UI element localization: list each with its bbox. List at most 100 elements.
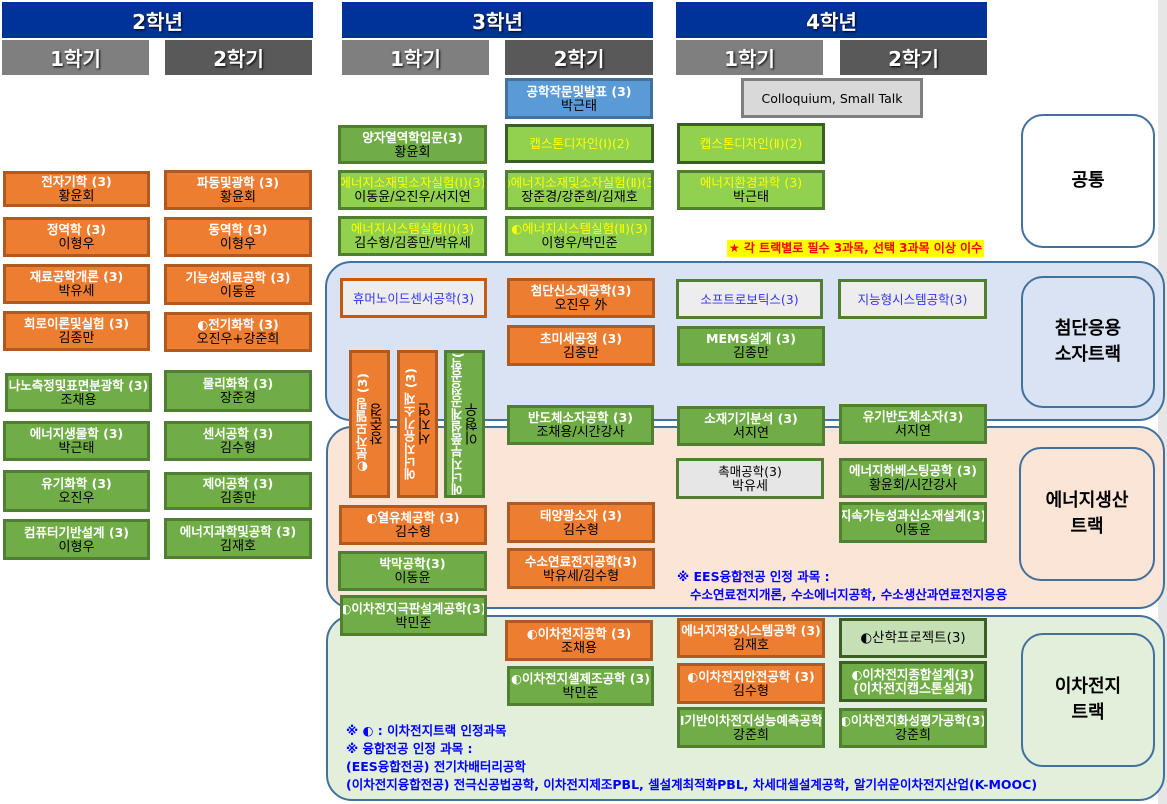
course-professor: 김수형/김종만/박유세 [354, 236, 471, 251]
course-box[interactable]: 박막공학(3)이동윤 [338, 551, 487, 591]
course-box[interactable]: 소프트로보틱스(3) [676, 279, 823, 319]
course-box[interactable]: 동역학 (3)이형우 [164, 217, 312, 257]
course-box[interactable]: 유기화학 (3)오진우 [3, 470, 150, 512]
course-box[interactable]: 재료공학개론 (3)박유세 [3, 264, 150, 304]
course-box[interactable]: ◐AI기반이차전지성능예측공학(3)강준희 [677, 707, 825, 748]
course-title: 센서공학 (3) [202, 426, 274, 441]
course-professor: 박유세 [58, 284, 95, 299]
course-title: 에너지저장시스템공학 (3) [681, 623, 821, 638]
course-box[interactable]: 에너지하베스팅공학 (3)황윤회/시간강사 [839, 458, 987, 498]
course-box[interactable]: ◐열유체공학 (3)김수형 [339, 505, 487, 545]
course-box[interactable]: 수소연료전지공학(3)박유세/김수형 [507, 548, 655, 589]
course-professor: 김재호 [220, 538, 256, 554]
course-box[interactable]: ◐에너지소재및소자실험(Ⅱ)(3)장준경/강준희/김재호 [505, 170, 654, 210]
course-box[interactable]: 에너지유기소재 (3)서지연 [397, 350, 438, 498]
course-title: 에너지시스템실험(Ⅰ)(3) [350, 221, 475, 236]
course-box[interactable]: 컴퓨터기반설계 (3)이형우 [3, 519, 150, 560]
course-box[interactable]: 제어공학 (3)김종만 [164, 472, 312, 510]
course-professor: 김종만 [220, 491, 256, 506]
course-box[interactable]: 나노측정및표면분광학 (3)조채용 [5, 373, 152, 412]
course-box[interactable]: ◐분자모델링 (3)장준경 [349, 350, 390, 498]
course-box[interactable]: 에너지저장시스템공학 (3)김재호 [677, 618, 825, 658]
course-box[interactable]: ◐이차전지안전공학 (3)김수형 [677, 663, 825, 704]
course-professor: 이동윤 [895, 522, 931, 538]
course-professor: 장준경 [368, 403, 385, 445]
course-box[interactable]: ◐이차전지극판설계공학(3)박민준 [340, 595, 487, 636]
course-professor: 조채용 [561, 640, 597, 656]
course-box[interactable]: 첨단신소재공학(3)오진우 外 [507, 278, 655, 318]
course-professor: 황윤회 [394, 144, 431, 160]
course-title: 양자열역학입문(3) [362, 129, 463, 145]
course-title: 박막공학(3) [379, 556, 446, 571]
course-box[interactable]: 회로이론및실험 (3)김종만 [3, 311, 150, 351]
course-title: 소프트로보틱스(3) [700, 291, 799, 307]
course-box[interactable]: ◐전기화학 (3)오진우+강준희 [164, 312, 312, 352]
course-title: 소재기기분석 (3) [704, 411, 798, 426]
course-box[interactable]: 지속가능성과신소재설계(3)이동윤 [839, 502, 987, 543]
course-box[interactable]: 휴머노이드센서공학(3) [340, 278, 487, 318]
course-box[interactable]: 에너지생물학 (3)박근태 [3, 421, 150, 461]
course-box[interactable]: 에너지소재및소자실험(Ⅰ)(3)이동윤/오진우/서지연 [338, 170, 487, 210]
year-header-3: 3학년 [342, 2, 653, 38]
course-professor: 장준경 [220, 391, 256, 406]
course-title: ◐산학프로젝트(3) [860, 629, 966, 646]
course-professor: 김종만 [58, 331, 95, 346]
course-professor: 이형우 [463, 403, 480, 445]
course-box[interactable]: 에너지시스템실험(Ⅰ)(3)김수형/김종만/박유세 [338, 216, 487, 256]
course-box[interactable]: 센서공학 (3)김수형 [164, 421, 312, 461]
course-professor: 오진우 [58, 491, 95, 506]
course-professor: 강준희 [733, 727, 769, 743]
course-box[interactable]: 기능성재료공학 (3)이동윤 [164, 264, 312, 305]
course-box[interactable]: 반도체소자공학 (3)조채용/시간강사 [507, 405, 654, 445]
course-box[interactable]: 캡스톤디자인(Ⅱ)(2) [677, 123, 825, 164]
course-title: ◐AI기반이차전지성능예측공학(3) [679, 712, 823, 728]
course-professor: 이형우 [58, 539, 95, 555]
course-box[interactable]: 정역학 (3)이형우 [3, 217, 150, 257]
course-title: ◐에너지시스템실험(Ⅱ)(3) [511, 221, 648, 236]
course-box[interactable]: 에너지환경과학 (3)박근태 [677, 170, 825, 210]
course-title: 전자기학 (3) [41, 174, 112, 189]
course-title: 촉매공학(3) [718, 463, 782, 479]
course-box[interactable]: 전자기학 (3)황윤회 [3, 171, 150, 207]
semester-header: 1학기 [2, 40, 149, 75]
course-box[interactable]: ◐이차전지종합설계(3)(이차전지캡스톤설계) [839, 661, 987, 702]
course-box[interactable]: MEMS설계 (3)김종만 [677, 326, 825, 366]
course-professor: 이형우/박민준 [541, 236, 618, 251]
course-box[interactable]: 초미세공정 (3)김종만 [507, 325, 655, 366]
course-box[interactable]: 양자열역학입문(3)황윤회 [338, 125, 487, 164]
course-title: 동역학 (3) [208, 222, 268, 237]
course-title: 공학작문및발표 (3) [526, 83, 632, 99]
course-professor: 박근태 [733, 190, 769, 205]
course-box[interactable]: ◐에너지부품설계공정공학(3)이형우 [444, 350, 485, 498]
course-box[interactable]: ◐이차전지공학 (3)조채용 [505, 620, 653, 661]
course-box[interactable]: ◐이차전지화성평가공학(3)강준희 [839, 708, 987, 748]
course-box[interactable]: 물리화학 (3)장준경 [164, 370, 312, 412]
course-title: Colloquium, Small Talk [761, 90, 903, 106]
course-box[interactable]: 유기반도체소자(3)서지연 [839, 404, 987, 444]
course-title: 지속가능성과신소재설계(3) [839, 507, 987, 523]
course-box[interactable]: ◐산학프로젝트(3) [839, 618, 987, 658]
course-title: 컴퓨터기반설계 (3) [24, 524, 129, 540]
course-title: 태양광소자 (3) [540, 507, 622, 523]
course-title: ◐열유체공학 (3) [366, 510, 460, 525]
battery-track-note: ※ ◐ : 이차전지트랙 인정과목 ※ 융합전공 인정 과목 : (EES융합전… [346, 723, 1038, 792]
semester-header: 2학기 [165, 40, 312, 75]
course-box[interactable]: 촉매공학(3)박유세 [676, 458, 824, 499]
course-professor: 김수형 [563, 522, 599, 538]
course-professor: 황윤회 [220, 190, 256, 205]
course-title: ◐이차전지셀제조공학 (3) [511, 671, 650, 686]
course-box[interactable]: 태양광소자 (3)김수형 [507, 502, 655, 543]
course-professor: 서지연 [733, 426, 769, 441]
course-box[interactable]: Colloquium, Small Talk [741, 78, 923, 118]
course-professor: 오진우 外 [554, 298, 608, 313]
course-box[interactable]: 캡스톤디자인(Ⅰ)(2) [505, 124, 654, 163]
course-professor: 황윤회 [58, 189, 95, 204]
course-box[interactable]: ◐에너지시스템실험(Ⅱ)(3)이형우/박민준 [505, 216, 654, 256]
course-box[interactable]: ◐이차전지셀제조공학 (3)박민준 [507, 666, 654, 706]
course-box[interactable]: 지능형시스템공학(3) [838, 279, 987, 319]
course-box[interactable]: 공학작문및발표 (3)박근태 [505, 78, 653, 119]
course-box[interactable]: 파동및광학 (3)황윤회 [164, 170, 312, 210]
course-title: 물리화학 (3) [202, 376, 274, 391]
course-box[interactable]: 소재기기분석 (3)서지연 [677, 406, 825, 446]
course-box[interactable]: 에너지과학및공학 (3)김재호 [164, 518, 312, 559]
